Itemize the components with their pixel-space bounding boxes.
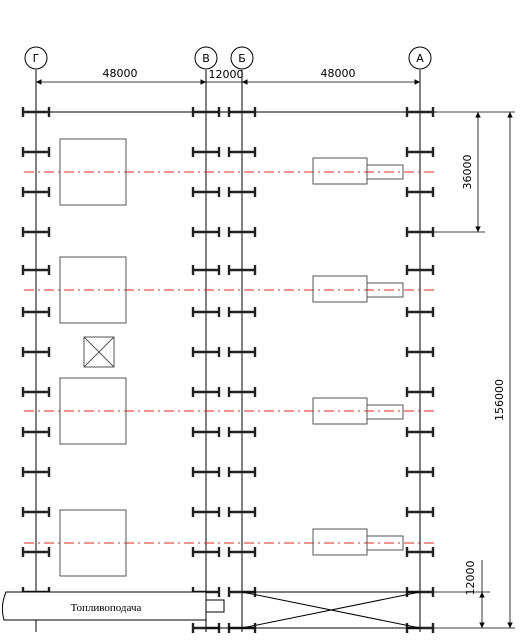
equipment-centerlines (24, 171, 438, 544)
column-marker (21, 347, 51, 357)
column-marker (191, 427, 221, 437)
bottom-bay-bracing (206, 591, 421, 629)
column-marker (191, 507, 221, 517)
dimension-span-middle: 12000 (209, 68, 244, 81)
boiler-block (59, 256, 127, 324)
boiler-block (59, 377, 127, 445)
shaft-opening (83, 336, 115, 368)
column-marker (191, 387, 221, 397)
fuel-supply-conveyor: Топливоподача (1, 591, 225, 621)
column-marker (191, 467, 221, 477)
turbine-unit (312, 157, 404, 185)
turbine-unit (312, 528, 404, 556)
column-marker (405, 187, 435, 197)
column-marker (405, 265, 435, 275)
axis-label-g: Г (33, 52, 40, 65)
turbine-unit (312, 397, 404, 425)
column-marker (405, 467, 435, 477)
column-marker (227, 147, 257, 157)
axis-label-b: Б (238, 52, 246, 65)
column-marker (191, 147, 221, 157)
column-marker (227, 265, 257, 275)
column-marker (21, 427, 51, 437)
dimension-top: 48000 12000 48000 (36, 67, 420, 85)
column-marker (21, 467, 51, 477)
axis-marker-g: Г (24, 46, 48, 70)
column-marker (191, 107, 221, 117)
column-marker (227, 107, 257, 117)
dimension-bottom-bay: 12000 (464, 561, 477, 596)
column-marker (405, 107, 435, 117)
column-marker (191, 227, 221, 237)
column-marker (227, 187, 257, 197)
column-marker (191, 307, 221, 317)
column-marker (227, 387, 257, 397)
turbine-units (312, 157, 404, 556)
column-marker (405, 427, 435, 437)
column-marker (405, 147, 435, 157)
column-marker (21, 265, 51, 275)
turbine-unit (312, 275, 404, 303)
column-marker (191, 347, 221, 357)
column-marker (227, 547, 257, 557)
boiler-block (59, 138, 127, 206)
column-marker (21, 147, 51, 157)
dimension-span-left: 48000 (103, 67, 138, 80)
column-marker (21, 227, 51, 237)
axis-marker-a: А (408, 46, 432, 70)
column-marker (21, 507, 51, 517)
dimension-right: 36000 156000 12000 (420, 111, 515, 629)
dimension-span-right: 48000 (321, 67, 356, 80)
column-marker (227, 227, 257, 237)
column-marker (405, 227, 435, 237)
column-marker (21, 187, 51, 197)
column-marker (21, 387, 51, 397)
column-marker (21, 307, 51, 317)
column-marker (21, 107, 51, 117)
boiler-blocks (59, 138, 127, 577)
column-marker (227, 427, 257, 437)
column-marker (405, 307, 435, 317)
column-markers (21, 107, 435, 633)
boiler-block (59, 509, 127, 577)
axis-marker-b: Б (230, 46, 254, 70)
column-marker (227, 507, 257, 517)
column-marker (405, 387, 435, 397)
column-marker (405, 547, 435, 557)
column-marker (227, 307, 257, 317)
column-marker (191, 265, 221, 275)
column-marker (21, 547, 51, 557)
column-marker (227, 467, 257, 477)
column-marker (191, 187, 221, 197)
column-marker (405, 507, 435, 517)
column-marker (191, 547, 221, 557)
axis-label-v: В (202, 52, 210, 65)
column-marker (227, 347, 257, 357)
axis-label-a: А (416, 52, 424, 65)
column-marker (405, 347, 435, 357)
dimension-total-vertical: 156000 (493, 379, 506, 421)
axis-marker-v: В (194, 46, 218, 70)
fuel-supply-label: Топливоподача (71, 602, 142, 614)
dimension-step-vertical: 36000 (461, 155, 474, 190)
